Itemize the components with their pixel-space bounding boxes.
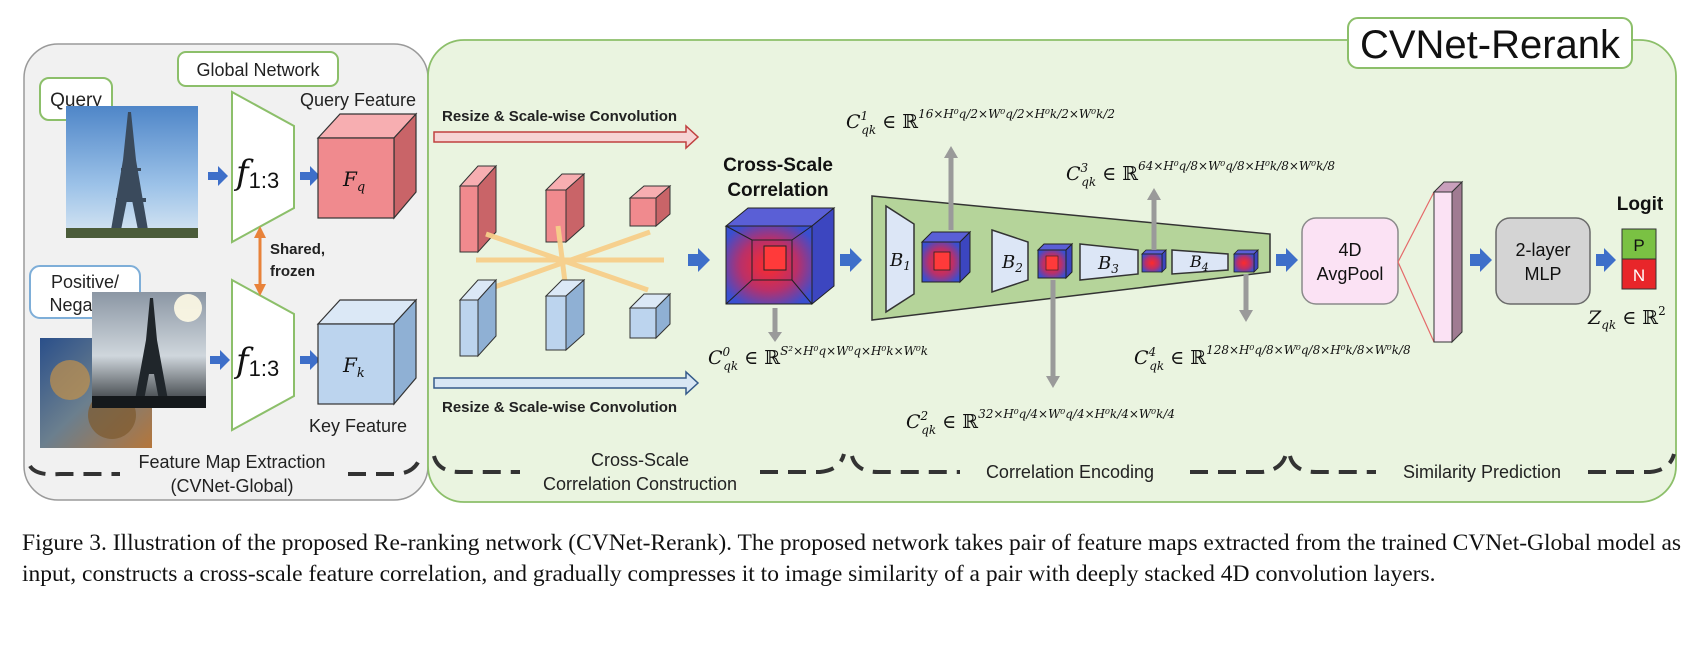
key-scale-cubes [458,278,672,358]
mlp-label-2: MLP [1524,264,1561,284]
section-construct-2: Correlation Construction [543,474,737,494]
section-feature-extraction-1: Feature Map Extraction [138,452,325,472]
rerank-title: CVNet-Rerank [1360,23,1621,67]
section-dash-encoding-left [850,455,960,474]
key-feature-cube [316,298,418,406]
arrow-pos-to-f [210,350,230,370]
z-equation: Zqk ∈ ℝ2 [1587,304,1666,332]
query-feature-label: Query Feature [300,90,416,110]
mlp-block [1495,217,1591,305]
section-feature-extraction-2: (CVNet-Global) [170,476,293,496]
section-dash-prediction-left [1288,455,1376,474]
b1-label: B1 [889,250,911,273]
mlp-label-1: 2-layer [1515,240,1570,260]
section-prediction: Similarity Prediction [1403,462,1561,482]
section-dash-construct-right [760,453,846,474]
query-feature-cube [316,112,418,220]
corr-c1 [920,230,972,284]
frozen-label: frozen [270,263,315,280]
logit-n-label: N [1633,266,1645,285]
arrow-to-pool [1276,248,1298,272]
positive-image [92,292,206,408]
query-scale-cubes [458,164,672,254]
global-encoder-top [231,90,295,244]
corr-c2 [1036,242,1074,280]
query-label: Query [50,90,102,111]
arrow-to-logit [1596,248,1616,272]
resize-top-arrow [433,124,700,150]
section-construct-1: Cross-Scale [591,450,689,470]
block-b1 [885,204,915,314]
correlation-tensor [724,206,836,306]
global-network-label: Global Network [196,60,320,80]
logit-p-label: P [1633,236,1644,255]
block-b2 [991,228,1029,294]
logit-p [1621,228,1657,260]
positive-label: Positive/ [51,272,119,292]
section-dash-prediction-right [1588,453,1676,474]
block-b3 [1079,243,1139,281]
key-feature-label: Key Feature [309,416,407,436]
arrow-to-correlation [688,248,710,272]
section-dash-encoding-right [1190,453,1288,474]
logit-label: Logit [1617,194,1664,215]
resize-bottom-arrow [433,370,700,396]
arrow-query-to-f [208,166,228,186]
arrow-to-mlp [1470,248,1492,272]
cvnet-rerank-diagram: Query Global Network Positive/ Negative … [23,17,1677,503]
figure-caption: Figure 3. Illustration of the proposed R… [22,530,1682,587]
section-dash-left [28,464,120,477]
fq-label: Fq [342,167,365,195]
corr-c3 [1141,249,1167,273]
rerank-title-box [1347,17,1633,69]
avgpool-label-1: 4D [1338,240,1361,260]
arrow-f-to-fq [300,166,320,186]
global-network-label-box: Global Network [177,51,339,87]
section-dash-construct-left [432,455,520,474]
avgpool-block [1301,217,1399,305]
pooled-vector [1432,180,1464,344]
global-encoder-bottom [231,278,295,432]
b2-label: B2 [1001,252,1023,275]
b4-label: B4 [1189,252,1209,274]
cross-scale-connections [476,225,664,293]
block-b4 [1171,249,1229,275]
fk-label: Fk [342,353,365,381]
b3-label: B3 [1097,253,1119,276]
cross-scale-label-1: Cross-Scale [723,155,833,176]
avgpool-label-2: AvgPool [1317,264,1384,284]
query-image [66,106,198,238]
logit-n [1621,258,1657,290]
section-encoding: Correlation Encoding [986,462,1154,482]
arrow-to-encoder [840,248,862,272]
shared-label: Shared, [270,241,325,258]
corr-c4 [1233,249,1259,273]
resize-top-label: Resize & Scale-wise Convolution [442,108,677,125]
cross-scale-label-2: Correlation [727,180,828,201]
arrow-f-to-fk [300,350,320,370]
resize-bottom-label: Resize & Scale-wise Convolution [442,399,677,416]
